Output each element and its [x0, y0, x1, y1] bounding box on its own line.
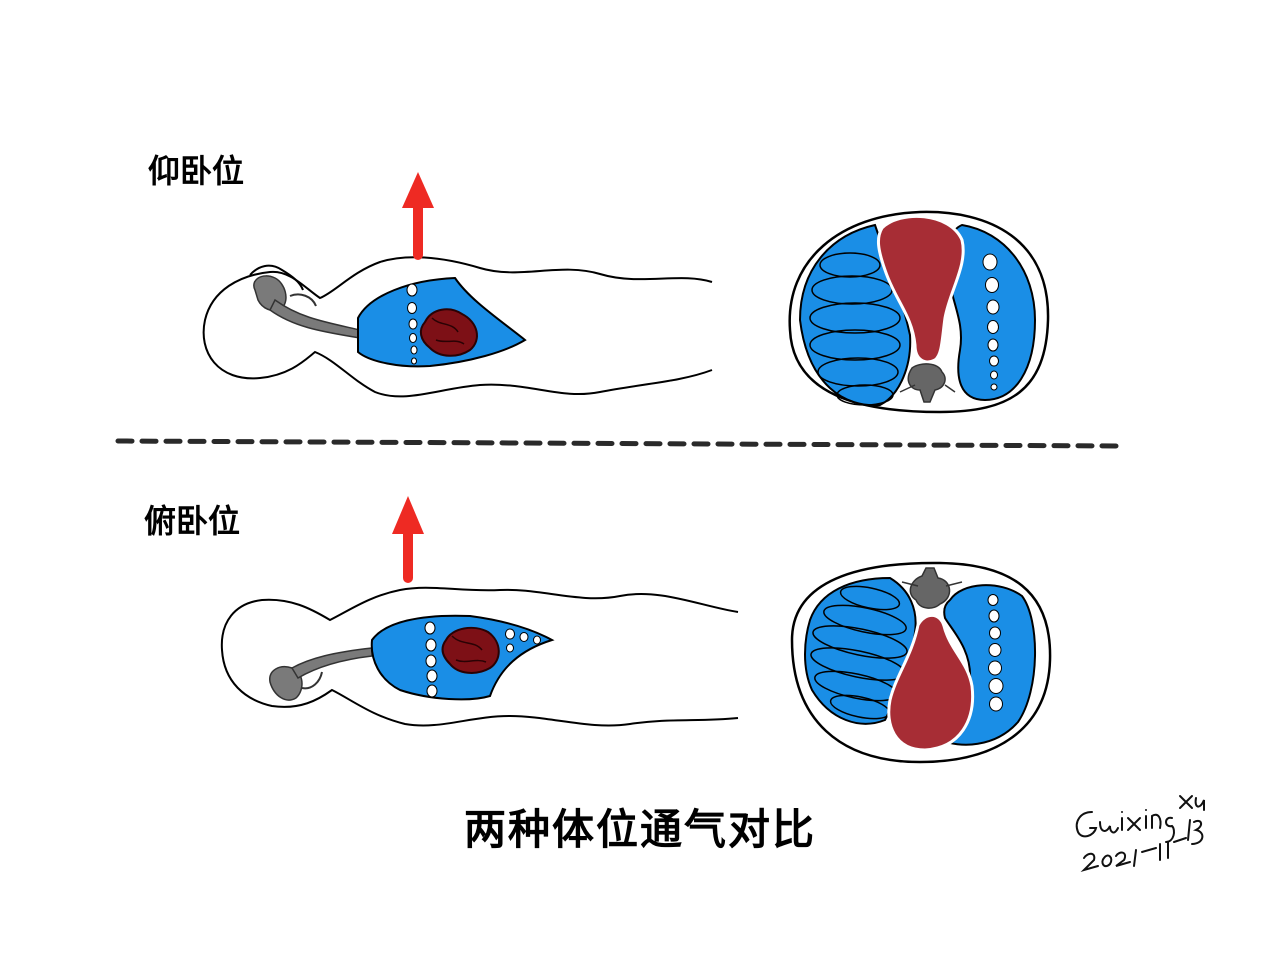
supine-airway [253, 275, 361, 339]
author-signature [1075, 795, 1205, 873]
supine-face-profile [249, 264, 304, 291]
supine-airflow-arrow [402, 172, 434, 260]
supine-vertebrae-dots [406, 283, 418, 365]
prone-body-figure [220, 586, 739, 727]
supine-mediastinum [876, 214, 965, 364]
supine-cross-section [788, 210, 1050, 414]
supine-right-lung-dots [982, 253, 1000, 391]
prone-cross-section [790, 561, 1052, 764]
supine-heart [419, 308, 478, 357]
supine-vertebra [899, 363, 956, 403]
prone-mediastinum [887, 613, 975, 752]
prone-label: 俯卧位 [144, 502, 241, 540]
prone-vertebrae-dots [424, 621, 541, 698]
supine-label: 仰卧位 [148, 152, 245, 190]
diagram-caption: 两种体位通气对比 [463, 805, 816, 854]
prone-heart [441, 626, 500, 674]
prone-vertebra [901, 567, 963, 609]
prone-right-lung-dots [987, 594, 1004, 712]
section-divider [115, 438, 1121, 449]
prone-airway [269, 647, 373, 701]
prone-airflow-arrow [392, 496, 424, 583]
supine-lung-left [798, 223, 912, 407]
supine-body-figure [202, 256, 713, 398]
